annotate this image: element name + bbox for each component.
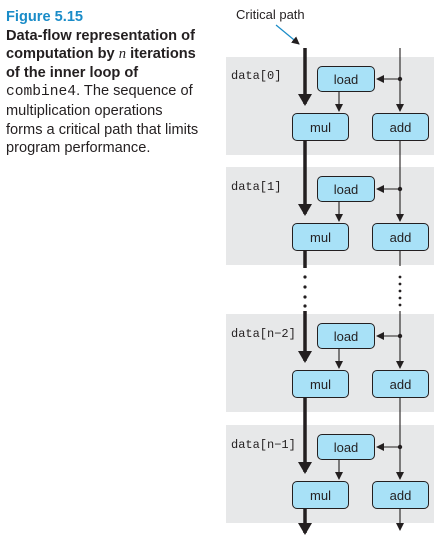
- critical-path-pointer: [275, 24, 300, 45]
- title-text-rest: iterations of the inner loop of: [6, 46, 196, 81]
- add-op: add: [372, 370, 429, 398]
- title-text: Data-flow representation of computation …: [6, 27, 195, 63]
- add-op: add: [372, 223, 429, 251]
- figure-caption: Figure 5.15 Data-flow representation of …: [6, 8, 202, 158]
- title-variable: n: [118, 46, 127, 63]
- mul-op: mul: [292, 113, 349, 141]
- load-op: load: [317, 176, 375, 202]
- add-path-ellipsis: [398, 275, 402, 307]
- critical-path-ellipsis: [303, 275, 307, 308]
- data-label: data[1]: [231, 180, 282, 194]
- figure-title: Data-flow representation of computation …: [6, 28, 196, 81]
- add-op: add: [372, 113, 429, 141]
- data-label: data[0]: [231, 69, 282, 83]
- mul-op: mul: [292, 223, 349, 251]
- figure-label: Figure 5.15: [6, 9, 84, 25]
- mul-op: mul: [292, 370, 349, 398]
- add-op: add: [372, 481, 429, 509]
- load-op: load: [317, 66, 375, 92]
- load-op: load: [317, 434, 375, 460]
- load-op: load: [317, 323, 375, 349]
- title-code: combine4: [6, 84, 77, 101]
- data-label: data[n−1]: [231, 438, 296, 452]
- data-label: data[n−2]: [231, 327, 296, 341]
- caption-body: . The sequence of multiplication operati…: [6, 83, 199, 157]
- mul-op: mul: [292, 481, 349, 509]
- critical-path-label: Critical path: [236, 7, 305, 22]
